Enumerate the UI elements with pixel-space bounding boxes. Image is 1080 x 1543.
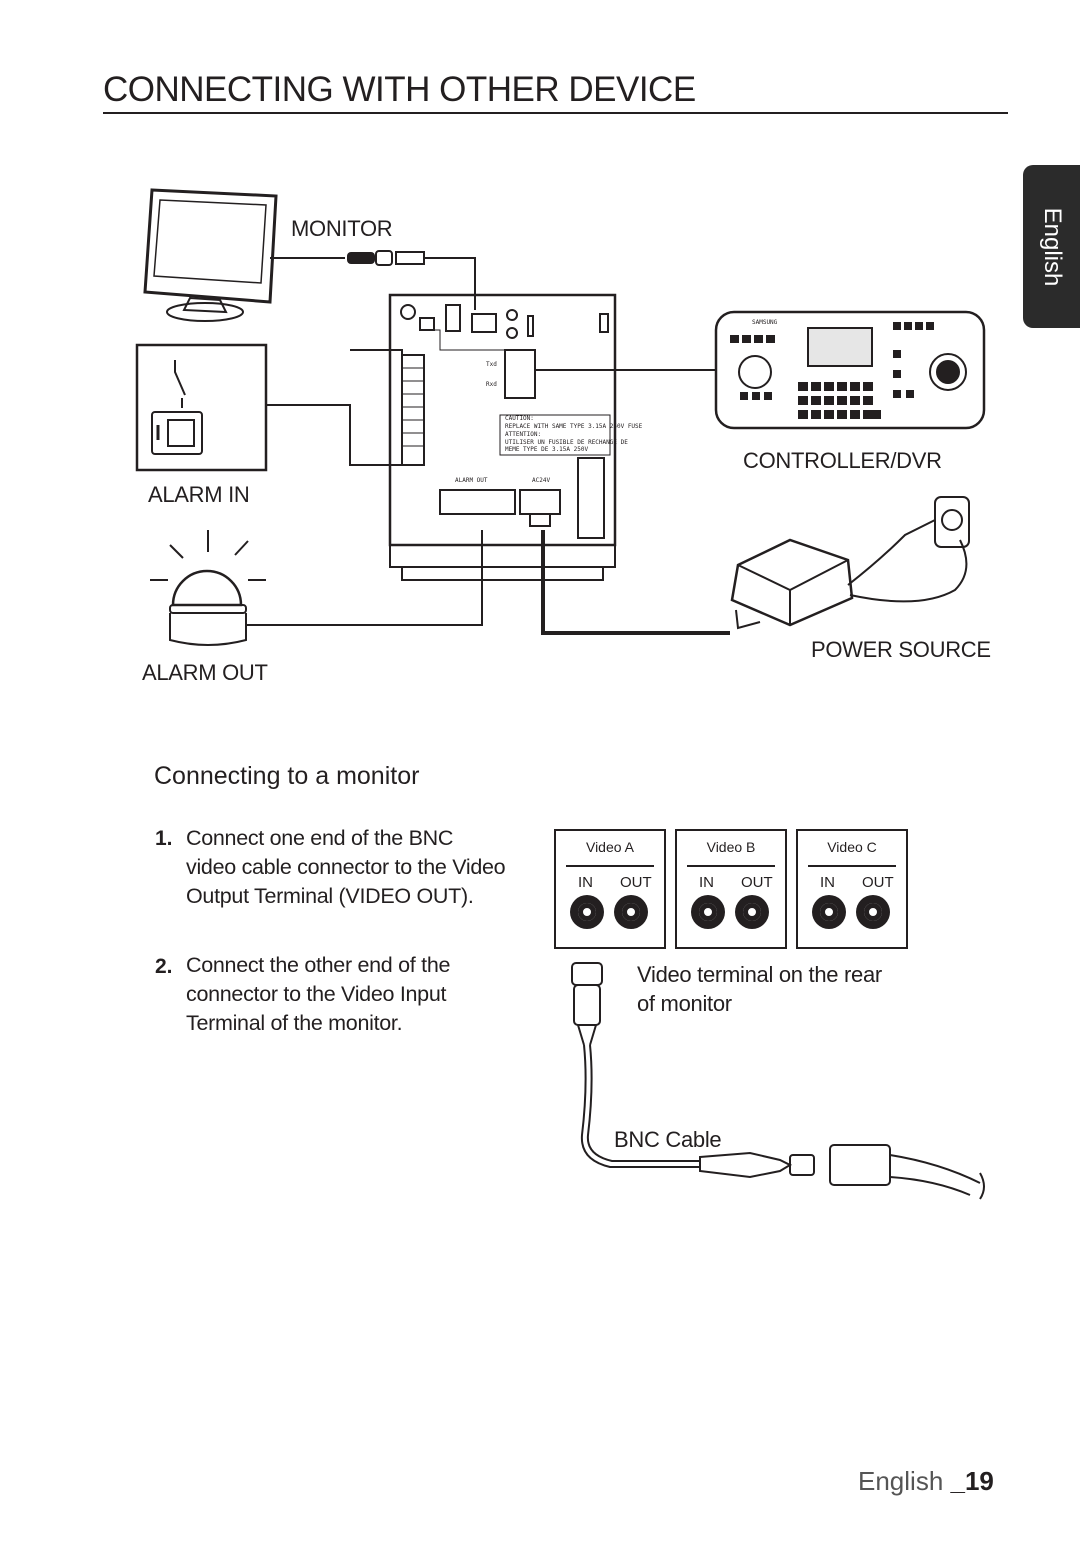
out-label: OUT [620,874,652,891]
out-label: OUT [741,874,773,891]
svg-text:Rxd: Rxd [486,381,497,388]
video-terminal-title: Video A [585,839,634,855]
footer-language: English [858,1466,944,1496]
video-terminal-title: Video B [706,839,756,855]
connection-diagram: CAUTION: REPLACE WITH SAME TYPE 3.15A 25… [135,188,986,646]
step-number: 2. [155,955,173,978]
svg-text:ATTENTION:: ATTENTION: [505,431,541,438]
page-footer: English _19 [858,1466,994,1497]
step-number: 1. [155,827,173,850]
page-title: CONNECTING WITH OTHER DEVICE [103,70,696,109]
svg-text:ALARM OUT: ALARM OUT [455,477,488,484]
out-jack-icon [614,895,648,929]
terminal-caption: Video terminal on the rear of monitor [637,962,882,1016]
svg-text:CAUTION:: CAUTION: [505,415,534,422]
language-tab: English [1023,165,1080,328]
power-source-label: POWER SOURCE [811,637,991,662]
svg-text:REPLACE WITH SAME TYPE 3.15A 2: REPLACE WITH SAME TYPE 3.15A 250V FUSE [505,423,643,430]
svg-text:AC24V: AC24V [532,477,550,484]
svg-text:SAMSUNG: SAMSUNG [752,319,778,326]
svg-text:Txd: Txd [486,361,497,368]
bnc-cable-illustration [571,962,985,1200]
step-text: Connect the other end of the connector t… [186,953,451,1035]
out-label: OUT [862,874,894,891]
svg-text:MEME TYPE DE 3.15A 250V: MEME TYPE DE 3.15A 250V [505,446,588,453]
in-label: IN [578,874,593,891]
monitor-illustration [143,188,278,322]
svg-text:UTILISER UN FUSIBLE DE RECHANG: UTILISER UN FUSIBLE DE RECHANGE DE [505,439,628,446]
in-jack-icon [691,895,725,929]
power-adapter-illustration [730,496,970,630]
camera-rear-panel [388,293,617,581]
monitor-label: MONITOR [291,216,393,241]
video-terminal-b: Video B IN OUT [675,829,787,949]
bnc-cable-caption: BNC Cable [614,1127,722,1152]
alarm-out-label: ALARM OUT [142,660,268,685]
video-terminal-c: Video C IN OUT [796,829,908,949]
video-terminal-title: Video C [827,839,877,855]
out-jack-icon [735,895,769,929]
section-heading: Connecting to a monitor [154,762,420,790]
video-terminal-a: Video A IN OUT [554,829,666,949]
in-label: IN [820,874,835,891]
controller-illustration [714,310,986,430]
in-label: IN [699,874,714,891]
step-text: Connect one end of the BNC video cable c… [186,826,506,908]
controller-label: CONTROLLER/DVR [743,448,942,473]
in-jack-icon [570,895,604,929]
alarm-in-illustration [135,343,268,472]
page-number: _19 [950,1466,994,1496]
title-rule [103,112,1008,114]
in-jack-icon [812,895,846,929]
alarm-out-illustration [150,530,266,646]
out-jack-icon [856,895,890,929]
alarm-in-label: ALARM IN [148,482,250,507]
